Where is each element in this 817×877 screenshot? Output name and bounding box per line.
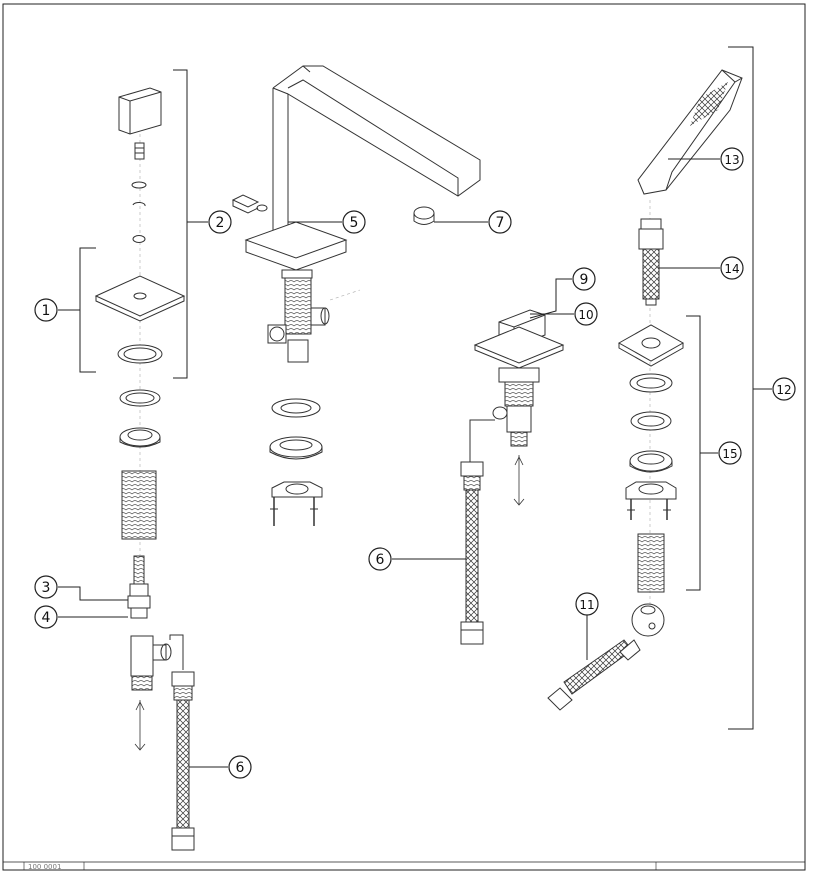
callout-c14: 14 [720, 256, 744, 280]
callout-number: 14 [724, 262, 739, 276]
footer-code: 100 0001 [28, 863, 62, 871]
callout-circle [34, 575, 58, 599]
hand-shower-assembly [547, 69, 743, 711]
callout-c5: 5 [342, 210, 366, 234]
callout-number: 10 [578, 308, 593, 322]
callout-c11: 11 [575, 592, 599, 616]
callout-circle [368, 547, 392, 571]
callout-number: 5 [350, 215, 359, 231]
leader-lines [58, 46, 772, 768]
callout-c13: 13 [720, 147, 744, 171]
callout-number: 15 [722, 447, 737, 461]
callout-c12: 12 [772, 377, 796, 401]
callout-c15: 15 [718, 441, 742, 465]
callout-c10: 10 [574, 302, 598, 326]
callout-circle [208, 210, 232, 234]
callout-circle [34, 605, 58, 629]
callout-circle [718, 441, 742, 465]
callout-circle [488, 210, 512, 234]
callout-number: 9 [580, 272, 589, 288]
callout-c1: 1 [34, 298, 58, 322]
handle-assembly [94, 87, 195, 851]
sheet-border [2, 3, 806, 871]
callout-number: 6 [376, 552, 385, 568]
callout-number: 6 [236, 760, 245, 776]
diverter-assembly [460, 309, 565, 645]
callout-c6b: 6 [368, 547, 392, 571]
callout-number: 3 [42, 580, 51, 596]
callout-circle [772, 377, 796, 401]
callout-number: 2 [216, 215, 225, 231]
callout-circle [572, 267, 596, 291]
callout-circle [720, 147, 744, 171]
callout-number: 12 [776, 383, 791, 397]
callout-circle [34, 298, 58, 322]
callout-number: 1 [42, 303, 51, 319]
callout-c7: 7 [488, 210, 512, 234]
callout-circle [342, 210, 366, 234]
callout-number: 11 [579, 598, 594, 612]
callout-circle [575, 592, 599, 616]
callout-circle [720, 256, 744, 280]
callout-c2: 2 [208, 210, 232, 234]
callout-circle [228, 755, 252, 779]
spout-assembly [231, 65, 481, 526]
callout-number: 4 [42, 610, 51, 626]
callout-number: 13 [724, 153, 739, 167]
callout-c6a: 6 [228, 755, 252, 779]
callout-circle [574, 302, 598, 326]
callout-c9: 9 [572, 267, 596, 291]
callout-c3: 3 [34, 575, 58, 599]
callout-c4: 4 [34, 605, 58, 629]
callout-number: 7 [496, 215, 505, 231]
